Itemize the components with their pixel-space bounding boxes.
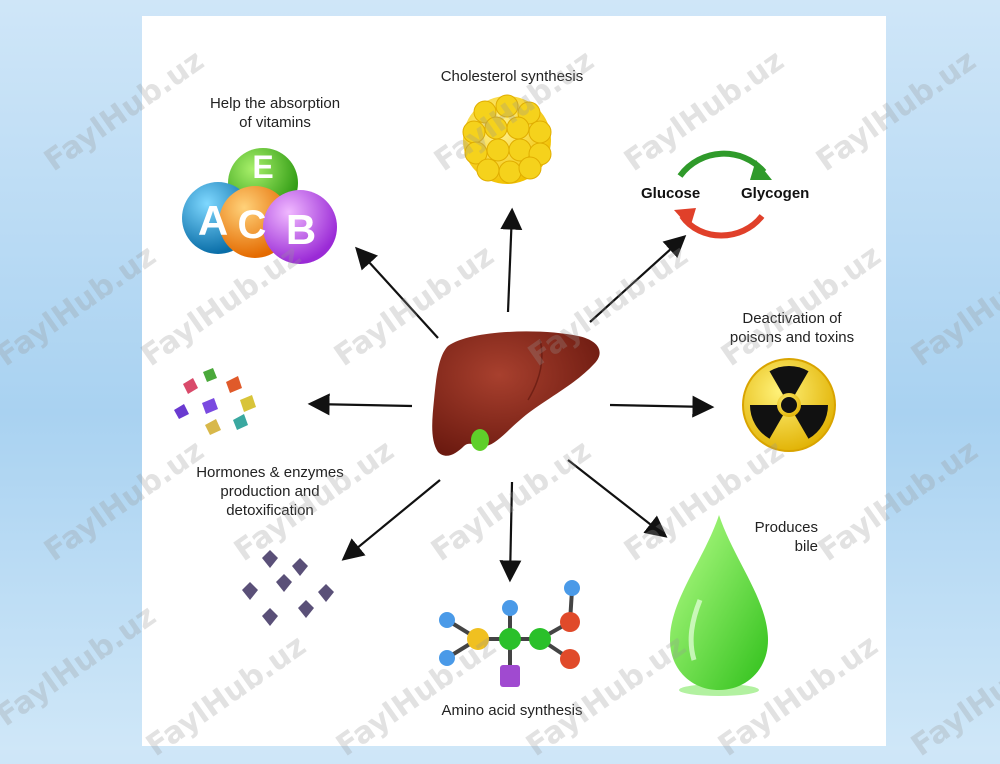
vitamin-b-letter: B xyxy=(286,206,316,253)
vitamin-a-letter: A xyxy=(198,197,228,244)
amino-acid-molecule xyxy=(439,580,580,687)
hormones-label: Hormones & enzymes production and detoxi… xyxy=(196,464,344,519)
hormone-crystals xyxy=(174,368,256,435)
vitamin-spheres: E A C B xyxy=(182,148,337,264)
arrow-to-glucose-glycogen xyxy=(589,235,687,323)
glycogen-label: Glycogen xyxy=(741,185,810,202)
bile-drop xyxy=(670,515,768,696)
arrow-to-cholesterol xyxy=(500,207,523,313)
liver-illustration xyxy=(432,331,600,456)
arrow-to-hormones xyxy=(307,393,413,416)
radiation-hazard-icon xyxy=(742,358,836,452)
arrow-to-deactivation xyxy=(609,395,715,418)
cycle-green-arrow xyxy=(677,150,767,178)
vitamins-label: Help the absorption of vitamins xyxy=(209,95,341,131)
arrow-to-crystals xyxy=(341,479,441,561)
glucose-label: Glucose xyxy=(641,185,701,202)
arrow-to-amino-acid xyxy=(499,481,522,583)
gallbladder xyxy=(471,429,489,451)
cycle-red-arrow xyxy=(679,214,765,239)
vitamin-e-letter: E xyxy=(252,149,273,185)
amino-acid-label: Amino acid synthesis xyxy=(441,702,583,719)
cholesterol-label: Cholesterol synthesis xyxy=(440,68,584,85)
arrow-to-vitamins xyxy=(355,246,439,339)
glucose-glycogen-cycle xyxy=(674,150,772,239)
vitamin-c-letter: C xyxy=(238,203,267,247)
deactivation-label: Deactivation of poisons and toxins xyxy=(729,310,855,346)
enzyme-crystals xyxy=(242,550,334,626)
cholesterol-cluster xyxy=(462,94,552,184)
bile-label: Produces bile xyxy=(754,519,818,555)
arrow-to-bile xyxy=(567,459,668,538)
vitamin-b-sphere xyxy=(263,190,337,264)
arrows xyxy=(307,207,715,583)
